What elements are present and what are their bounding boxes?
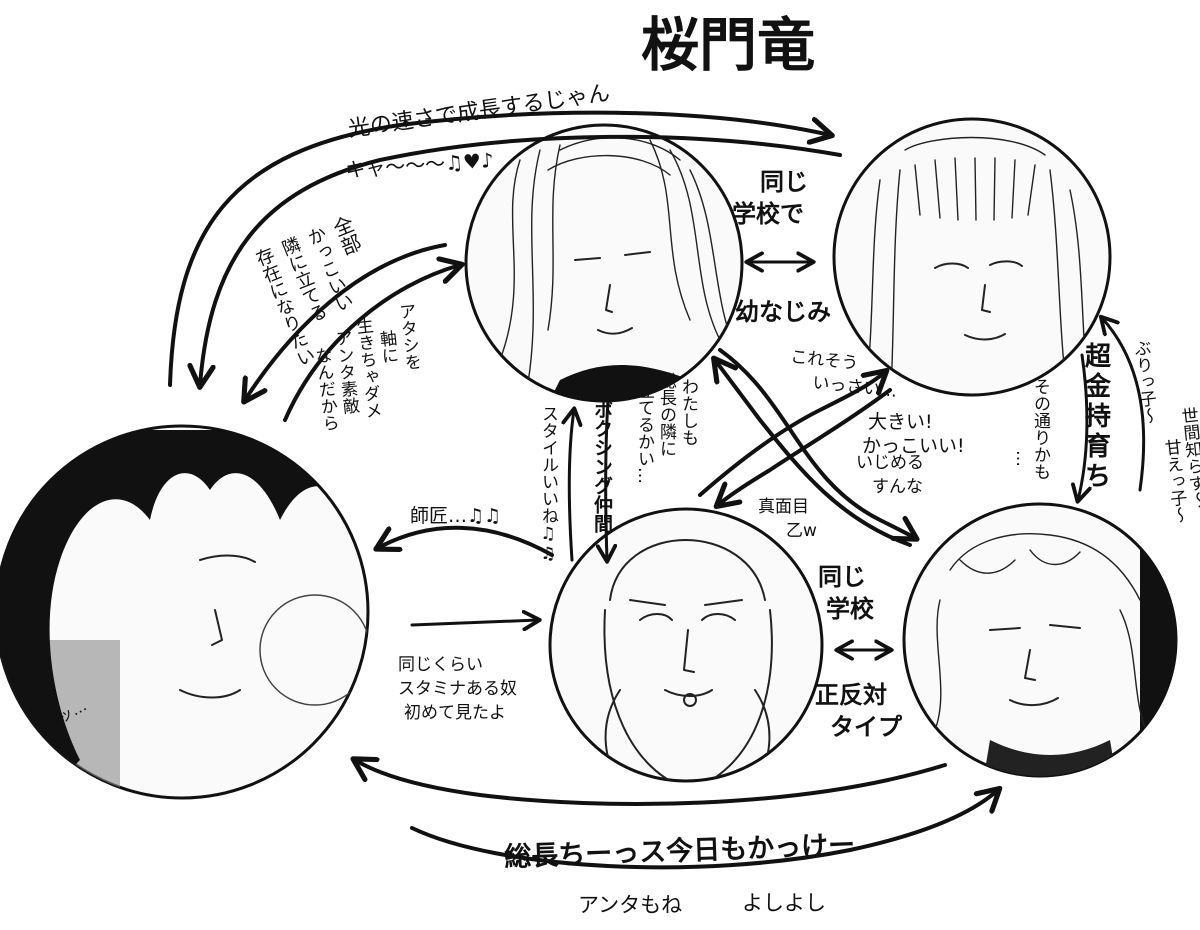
- svg-text:アタシを: アタシを: [394, 302, 421, 372]
- label-stamina-3: 初めて見たよ: [404, 703, 506, 723]
- portrait-wavy-hair-character: [464, 123, 744, 403]
- arrow-buzz-to-dark: [378, 525, 554, 557]
- svg-text:持: 持: [1085, 402, 1111, 432]
- label-shishou: 師匠…♫♫: [410, 505, 501, 527]
- arrow-buzz-to-wavy: [569, 410, 574, 562]
- label-boxing: ボクシング仲間: [591, 400, 613, 533]
- svg-text:育: 育: [1085, 431, 1111, 462]
- arrow-buzz-to-straight: [698, 372, 885, 497]
- relationship-labels: 光の速さで成長するじゃん キャ〜〜〜♫♥♪ 全部 かっこいい 隣に立てる 存在に…: [41, 81, 1200, 917]
- label-onaji-gakko-2: 学校: [826, 595, 875, 623]
- arrow-straight-to-buzz: [718, 388, 892, 505]
- arrow-curly-to-dark: [355, 760, 947, 806]
- arrow-wavy-to-curly: [718, 348, 915, 538]
- label-onaji-gakko-1: 同じ: [818, 563, 866, 591]
- label-kya: キャ〜〜〜♫♥♪: [345, 148, 495, 182]
- label-stamina-1: 同じくらい: [398, 655, 483, 675]
- arrow-left-to-topright: [168, 110, 830, 387]
- label-ookii-2: かっこいい!: [862, 435, 965, 457]
- relationship-arrows: [168, 110, 1146, 870]
- label-seihantai-1: 正反対: [815, 681, 887, 709]
- label-onaji-gakko-de-1: 同じ: [760, 168, 808, 196]
- svg-text:立てるかい…: 立てるかい…: [634, 382, 655, 484]
- svg-text:総長の隣に: 総長の隣に: [656, 372, 677, 457]
- portrait-straight-bangs-character: [832, 117, 1112, 397]
- label-ookii-1: 大きい!: [868, 411, 933, 433]
- label-kore-sou-2: いっさい…: [811, 373, 898, 402]
- label-seihantai-2: タイプ: [830, 713, 903, 741]
- label-chou-kanemochi: 超 金 持 育 ち: [1084, 342, 1112, 492]
- label-anta-mone: アンタもね: [578, 893, 682, 917]
- portrait-curly-hair-character: [902, 502, 1178, 778]
- label-majime-1: 真面目: [758, 497, 809, 517]
- diagram-title: 桜門竜: [641, 11, 815, 79]
- svg-text:ち: ち: [1085, 462, 1111, 492]
- arrow-wavy-to-buzz: [606, 398, 608, 560]
- svg-text:金: 金: [1084, 371, 1112, 402]
- arrow-dark-to-curly: [410, 790, 998, 870]
- label-stamina-2: スタミナある奴: [398, 679, 517, 699]
- svg-text:わたしも: わたしも: [678, 378, 698, 446]
- label-kore-sou-1: これそう: [789, 347, 859, 374]
- label-sono-toori-dots: …: [1012, 450, 1032, 467]
- label-style: スタイルいいね♫♫: [538, 405, 558, 564]
- label-atashi: アタシを 軸に 生きちゃダメ アンタ素敵 なんだから: [311, 302, 422, 433]
- arrow-wavy-to-left: [245, 243, 447, 400]
- label-sono-toori: その通りかも: [1030, 378, 1051, 480]
- portrait-buzzcut-character: [548, 507, 824, 783]
- svg-text:超: 超: [1085, 342, 1112, 372]
- portrait-dark-hair-character: [0, 424, 370, 800]
- label-onaji-gakko-de-2: 学校で: [732, 200, 804, 228]
- arrow-curly-to-wavy: [715, 360, 912, 547]
- label-soucho: 総長ちーっス今日もかっけー: [504, 829, 856, 873]
- arrow-dark-to-buzz: [410, 620, 538, 625]
- svg-text:ぶりっ子〜: ぶりっ子〜: [1130, 339, 1159, 426]
- svg-text:軸に: 軸に: [375, 329, 399, 365]
- label-yoshi: よしよし: [742, 891, 826, 915]
- arrow-left-to-wavy: [283, 265, 460, 422]
- label-watashi-mo: わたしも 総長の隣に 立てるかい…: [634, 372, 698, 484]
- label-majime-2: 乙w: [786, 521, 817, 541]
- label-ijimeru-2: すんな: [872, 477, 923, 497]
- arrow-curly-to-straight: [1102, 318, 1146, 492]
- label-ijimeru-1: いじめる: [856, 453, 924, 473]
- label-burikko: ぶりっ子〜 甘えっ子〜 世間知らず〜: [1130, 339, 1200, 525]
- arrow-straight-to-curly: [1078, 353, 1087, 500]
- arrow-topright-to-left: [200, 134, 842, 385]
- label-osananajimi: 幼なじみ: [735, 298, 831, 326]
